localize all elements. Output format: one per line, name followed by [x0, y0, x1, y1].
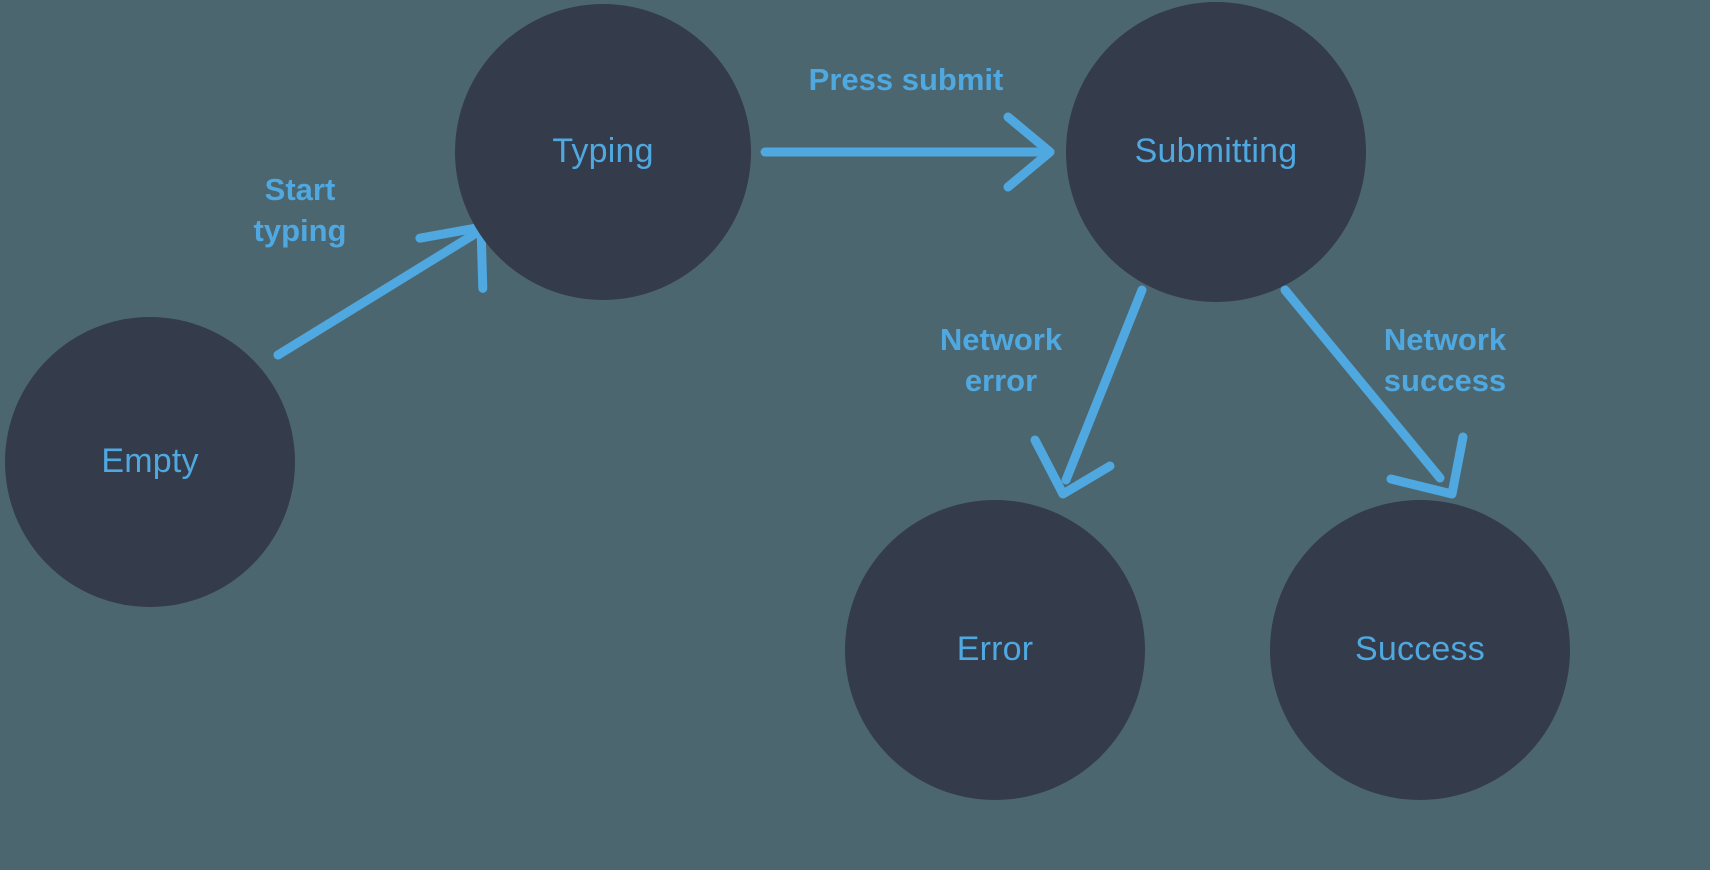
state-node-typing-label: Typing — [552, 132, 654, 171]
edge-network-success-line — [1280, 285, 1445, 483]
edge-press-submit-arrowhead — [1003, 112, 1055, 192]
edge-start-typing-line — [273, 227, 483, 360]
edge-press-submit — [760, 112, 1055, 192]
state-node-submitting[interactable]: Submitting — [1066, 2, 1366, 302]
edge-label-network-success: Network success — [1383, 322, 1507, 398]
edge-label-press-submit: Press submit — [808, 62, 1004, 97]
state-node-success-label: Success — [1355, 630, 1485, 669]
edge-network-error-line — [1061, 285, 1147, 485]
state-node-empty-label: Empty — [101, 442, 199, 481]
edge-label-network-error: Network error — [939, 322, 1063, 398]
state-node-typing[interactable]: Typing — [455, 4, 751, 300]
state-node-submitting-label: Submitting — [1134, 132, 1298, 171]
state-node-error[interactable]: Error — [845, 500, 1145, 800]
edge-network-error-arrowhead — [1030, 435, 1115, 499]
edge-label-start-typing: Start typing — [253, 172, 347, 248]
state-node-success[interactable]: Success — [1270, 500, 1570, 800]
state-node-empty[interactable]: Empty — [5, 317, 295, 607]
edge-network-success — [1280, 285, 1468, 499]
edge-network-error — [1030, 285, 1147, 499]
state-node-error-label: Error — [956, 630, 1034, 669]
edge-network-success-arrowhead — [1386, 432, 1468, 499]
